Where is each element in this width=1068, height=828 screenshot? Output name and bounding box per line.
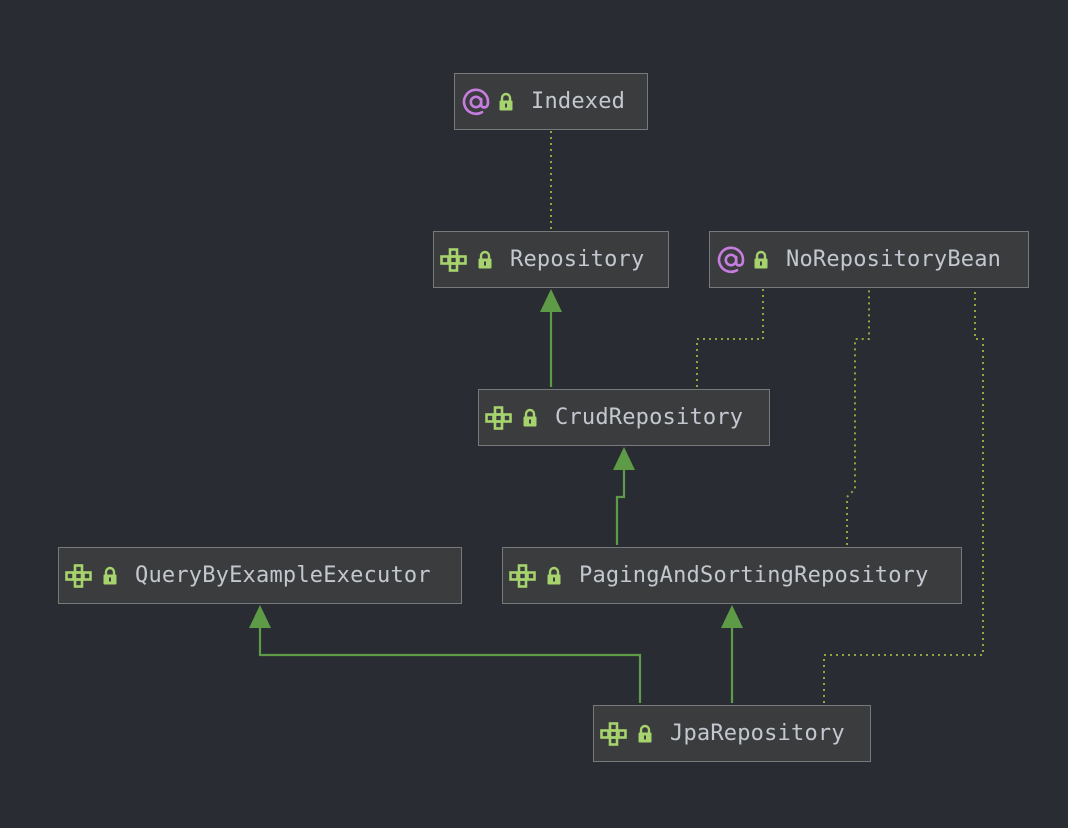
at-sign-icon [461,87,491,117]
lock-icon [752,249,770,271]
node-label: JpaRepository [670,721,845,746]
node-label: QueryByExampleExecutor [135,563,431,588]
node-no-repository-bean[interactable]: NoRepositoryBean [709,231,1029,288]
arrowhead-crud-repository-to-repository [540,289,562,312]
edge-paging-and-sorting-repository-to-crud-repository [615,469,626,545]
lock-icon [636,723,654,745]
interface-icon [509,561,539,591]
at-sign-icon [716,245,746,275]
node-paging-and-sorting-repository[interactable]: PagingAndSortingRepository [502,547,962,604]
lock-icon [497,91,515,113]
node-label: Repository [510,247,645,272]
interface-icon [600,719,630,749]
arrowhead-jpa-repository-to-query-by-example-executor [249,605,271,628]
node-query-by-example-executor[interactable]: QueryByExampleExecutor [58,547,462,604]
edge-paging-and-sorting-repository-to-no-repository-bean [846,289,870,545]
edge-jpa-repository-to-query-by-example-executor [258,627,642,703]
node-indexed[interactable]: Indexed [454,73,648,130]
node-label: Indexed [531,89,626,114]
arrowhead-jpa-repository-to-paging-and-sorting-repository [721,605,743,628]
lock-icon [521,407,539,429]
interface-icon [485,403,515,433]
node-jpa-repository[interactable]: JpaRepository [593,705,871,762]
node-label: CrudRepository [555,405,744,430]
lock-icon [545,565,563,587]
node-label: PagingAndSortingRepository [579,563,929,588]
edge-crud-repository-to-no-repository-bean [696,289,764,387]
lock-icon [476,249,494,271]
node-crud-repository[interactable]: CrudRepository [478,389,770,446]
interface-icon [440,245,470,275]
node-label: NoRepositoryBean [786,247,1002,272]
lock-icon [101,565,119,587]
node-repository[interactable]: Repository [433,231,669,288]
interface-icon [65,561,95,591]
arrowhead-paging-and-sorting-repository-to-crud-repository [613,447,635,470]
